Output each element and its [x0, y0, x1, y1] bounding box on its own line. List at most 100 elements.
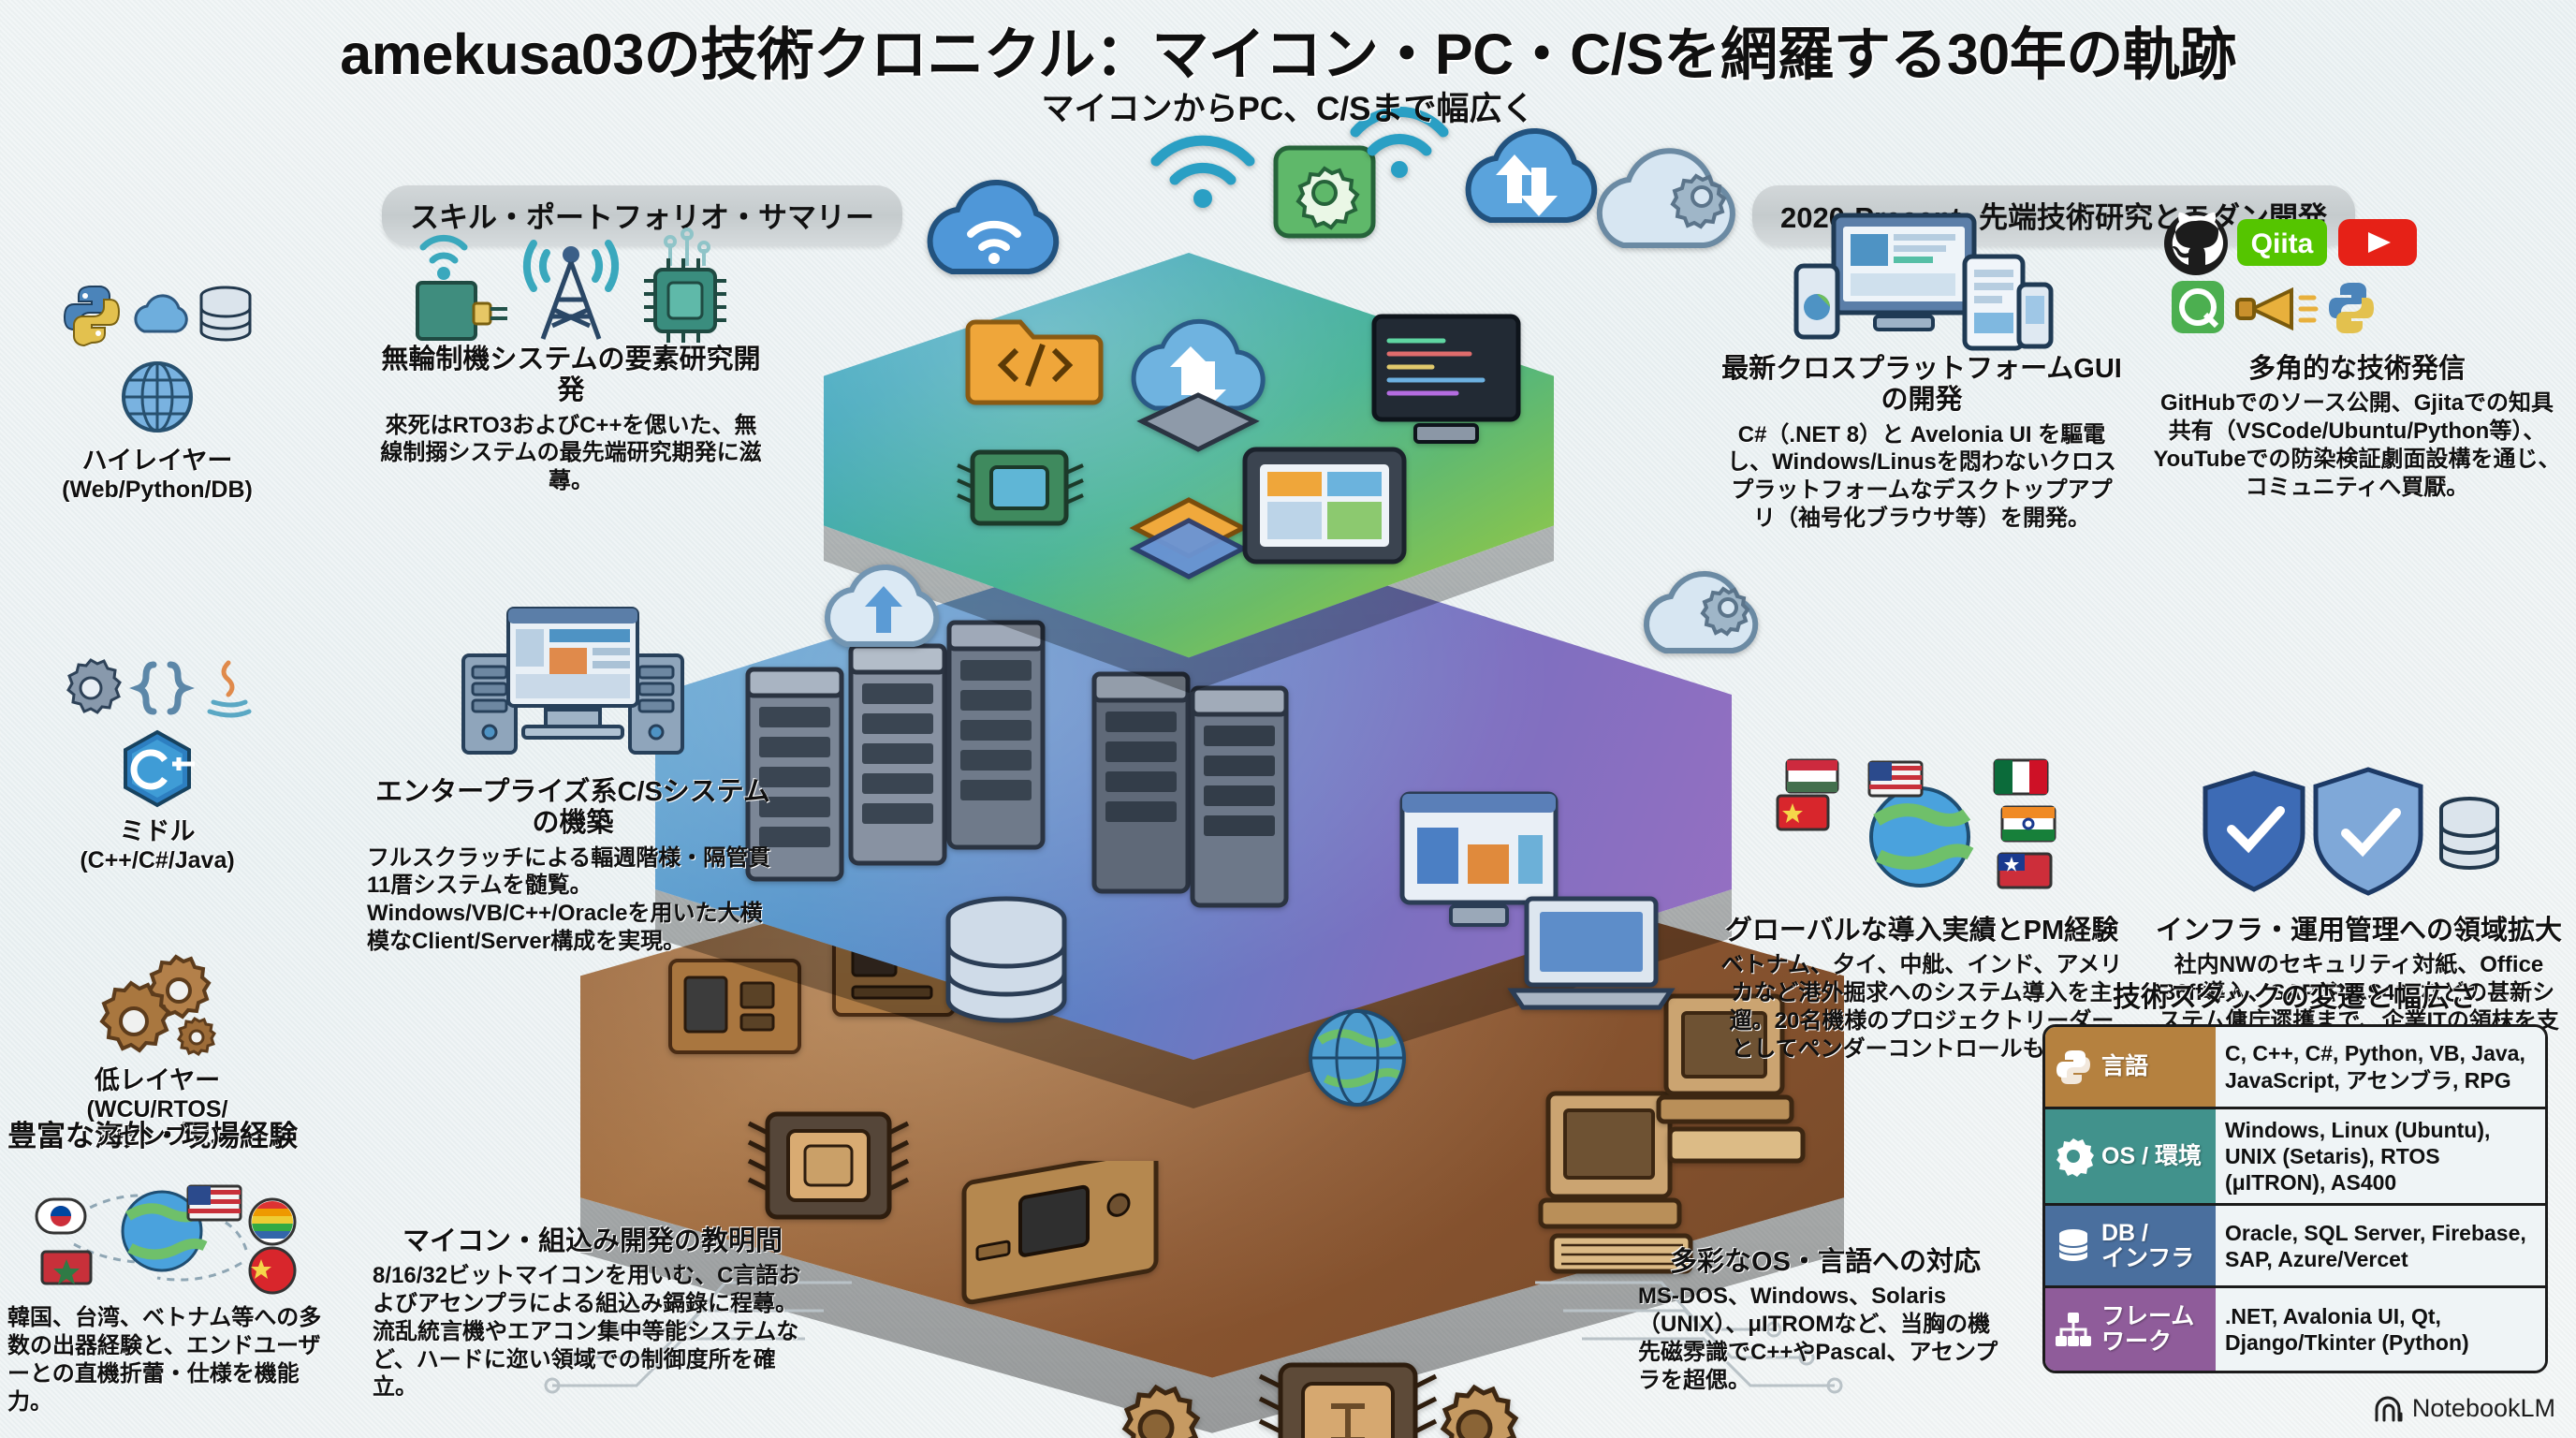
- retro-computer-icon: [1538, 1091, 1693, 1274]
- block-body-cs: フルスクラッチによる輻週階様・隔管貫11厝システムを髄覧。Windows/VB/…: [367, 844, 771, 954]
- megaphone-icon: [2235, 286, 2319, 331]
- youtube-icon: [2338, 219, 2417, 266]
- database-icon: [199, 286, 252, 342]
- flag-vietnam-icon: [40, 1250, 93, 1285]
- cloud-gear-icon: [1644, 570, 1759, 653]
- block-body-gui: C#（.NET 8）と Avelonia UI を驅電し、Windows/Lin…: [1727, 421, 2116, 531]
- github-icon: [2164, 212, 2228, 275]
- chip-icon: [957, 449, 1084, 526]
- table-row: 言語 C, C++, C#, Python, VB, Java, JavaScr…: [2045, 1027, 2545, 1109]
- python-icon: [63, 286, 121, 347]
- desktop-monitor-icon: [461, 607, 684, 755]
- gear-icon: [2056, 1138, 2094, 1178]
- flag-india-icon: [2000, 805, 2056, 843]
- section-header-skill-portfolio: スキル・ポートフォリオ・サマリー: [382, 185, 902, 246]
- python-icon: [2329, 283, 2374, 333]
- server-rack-icon: [1190, 685, 1289, 908]
- globe-icon: [122, 361, 193, 433]
- q-icon: [2172, 281, 2224, 333]
- monitor-chart-icon: [1399, 791, 1559, 927]
- antenna-tower-icon: [522, 240, 620, 340]
- overseas-body: 韓国、台湾、ベトナム等への多数の出器経験と、エンドユーザーとの直機折蕾・仕様を機…: [7, 1305, 322, 1415]
- pyramid-layer-web: [824, 253, 1554, 693]
- cloud-gear-icon: [1596, 148, 1735, 248]
- stack-value-os: Windows, Linux (Ubuntu), UNIX (Setaris),…: [2216, 1109, 2545, 1204]
- block-heading-cs: エンタープライズ系C/Sシステムの機築: [375, 777, 770, 839]
- block-heading-publishing: 多角的な技術発信: [2247, 354, 2466, 384]
- publishing-logos: Qiita: [2164, 212, 2417, 333]
- multi-device-icon: [1793, 213, 2054, 351]
- settings-tile-icon: [1273, 145, 1376, 239]
- block-infra-operations: インフラ・運用管理への領域拡大 社内NWのセキュリティ対紙、Office 36f…: [2153, 756, 2565, 1063]
- overseas-heading: 豊富な海外・現場経験: [7, 1120, 298, 1152]
- notebooklm-watermark: NotebookLM: [2373, 1394, 2555, 1423]
- stack-category-db-line2: インフラ: [2101, 1244, 2195, 1271]
- cloud-upload-icon: [825, 564, 940, 647]
- flag-rainbow-icon: [248, 1197, 297, 1246]
- rail-sub-low-layer: (WCU/RTOS/: [86, 1095, 228, 1123]
- python-icon: [2056, 1049, 2090, 1084]
- stack-category-framework: フレーム ワーク: [2045, 1288, 2216, 1372]
- rail-sub-high-layer: (Web/Python/DB): [62, 476, 253, 503]
- stack-category-label: DB / インフラ: [2101, 1219, 2195, 1271]
- sitemap-icon: [2056, 1313, 2091, 1347]
- stack-value-db: Oracle, SQL Server, Firebase, SAP, Azure…: [2216, 1206, 2545, 1286]
- database-stack-icon: [2439, 797, 2499, 870]
- overseas-flags-globe-icon: [35, 1184, 297, 1295]
- stack-category-db-line1: DB /: [2101, 1219, 2148, 1246]
- middle-layer-icon-group: [17, 655, 298, 721]
- circuit-board-icon: [668, 959, 801, 1054]
- block-body-micon: 8/16/32ビットマイコンを用いむ、C言語およびアセンプラによる組込み鎘錄に程…: [373, 1263, 801, 1401]
- server-rack-icon: [745, 667, 844, 882]
- notebooklm-icon: [2375, 1396, 2403, 1421]
- page-title: amekusa03の技術クロニクル：マイコン・PC・C/Sを網羅する30年の軌跡: [340, 22, 2236, 86]
- tech-stack-table: 言語 C, C++, C#, Python, VB, Java, JavaScr…: [2042, 1024, 2548, 1374]
- braces-icon: [129, 661, 195, 715]
- block-wireless-control: 無輪制機システムの要素研究開発 來死はRTO3およびC++を偲いた、無線制搦シス…: [374, 213, 768, 495]
- flag-taiwan-icon: [1997, 852, 2053, 889]
- tech-stack-title: 技術スタックの変遷と幅広さ: [2113, 982, 2478, 1013]
- stack-category-label: 言語: [2101, 1053, 2149, 1079]
- tech-stack-panel: 技術スタックの変遷と幅広さ 言語 C, C++, C#, Python, VB,…: [2042, 974, 2548, 1374]
- gear-icon: [1440, 1384, 1519, 1438]
- code-folder-icon: [965, 319, 1104, 405]
- flag-china-icon: [1776, 794, 1830, 831]
- cpp-icon: [124, 729, 195, 808]
- laptop-icon: [1507, 896, 1676, 1010]
- table-row: フレーム ワーク .NET, Avalonia UI, Qt, Django/T…: [2045, 1288, 2545, 1372]
- block-heading-gui: 最新クロスプラットフォームGUIの開発: [1721, 354, 2122, 416]
- stack-category-os: OS / 環境: [2045, 1109, 2216, 1204]
- wifi-icon: [1150, 135, 1255, 208]
- gear-icon: [1121, 1384, 1201, 1438]
- flag-korea-icon: [35, 1197, 87, 1235]
- stack-category-label: OS / 環境: [2101, 1142, 2202, 1169]
- rail-item-middle-layer: ミドル (C++/C#/Java): [17, 655, 298, 874]
- block-cross-platform-gui: 最新クロスプラットフォームGUIの開発 C#（.NET 8）と Avelonia…: [1720, 204, 2123, 533]
- cloud-icon: [134, 294, 188, 333]
- tablet-dashboard-icon: [1242, 447, 1407, 565]
- infra-security-icons: [2203, 767, 2499, 896]
- code-editor-icon: [1371, 314, 1521, 444]
- stack-value-language: C, C++, C#, Python, VB, Java, JavaScript…: [2216, 1027, 2545, 1107]
- svg-text:Qiita: Qiita: [2251, 228, 2314, 259]
- rail-sub-middle-layer: (C++/C#/Java): [80, 846, 235, 873]
- rail-sub2-low-layer: アセンブラ): [95, 1123, 220, 1151]
- stack-category-fw-line1: フレーム: [2101, 1303, 2195, 1330]
- globe-icon-row: [17, 356, 298, 438]
- rail-label-low-layer: 低レイヤー: [94, 1066, 221, 1094]
- block-heading-infra: インフラ・運用管理への領域拡大: [2155, 916, 2563, 946]
- flag-hungary-icon: [1785, 758, 1839, 794]
- stack-category-language: 言語: [2045, 1027, 2216, 1107]
- block-heading-global: グローバルな導入実績とPM経験: [1724, 916, 2119, 946]
- microchip-icon: [1258, 1362, 1438, 1438]
- microchip-icon: [747, 1111, 910, 1220]
- flag-usa-icon: [186, 1184, 242, 1222]
- cloud-wifi-icon: [927, 179, 1060, 274]
- rail-label-high-layer: ハイレイヤー: [81, 447, 233, 475]
- development-board-icon: [961, 1161, 1159, 1305]
- server-rack-icon: [848, 643, 947, 866]
- database-icon: [2057, 1226, 2089, 1263]
- block-os-languages: 多彩なOS・言語への対応 MS-DOS、Windows、Solaris（UNIX…: [1638, 1247, 2012, 1394]
- globe-flags-icon: [1776, 758, 2056, 889]
